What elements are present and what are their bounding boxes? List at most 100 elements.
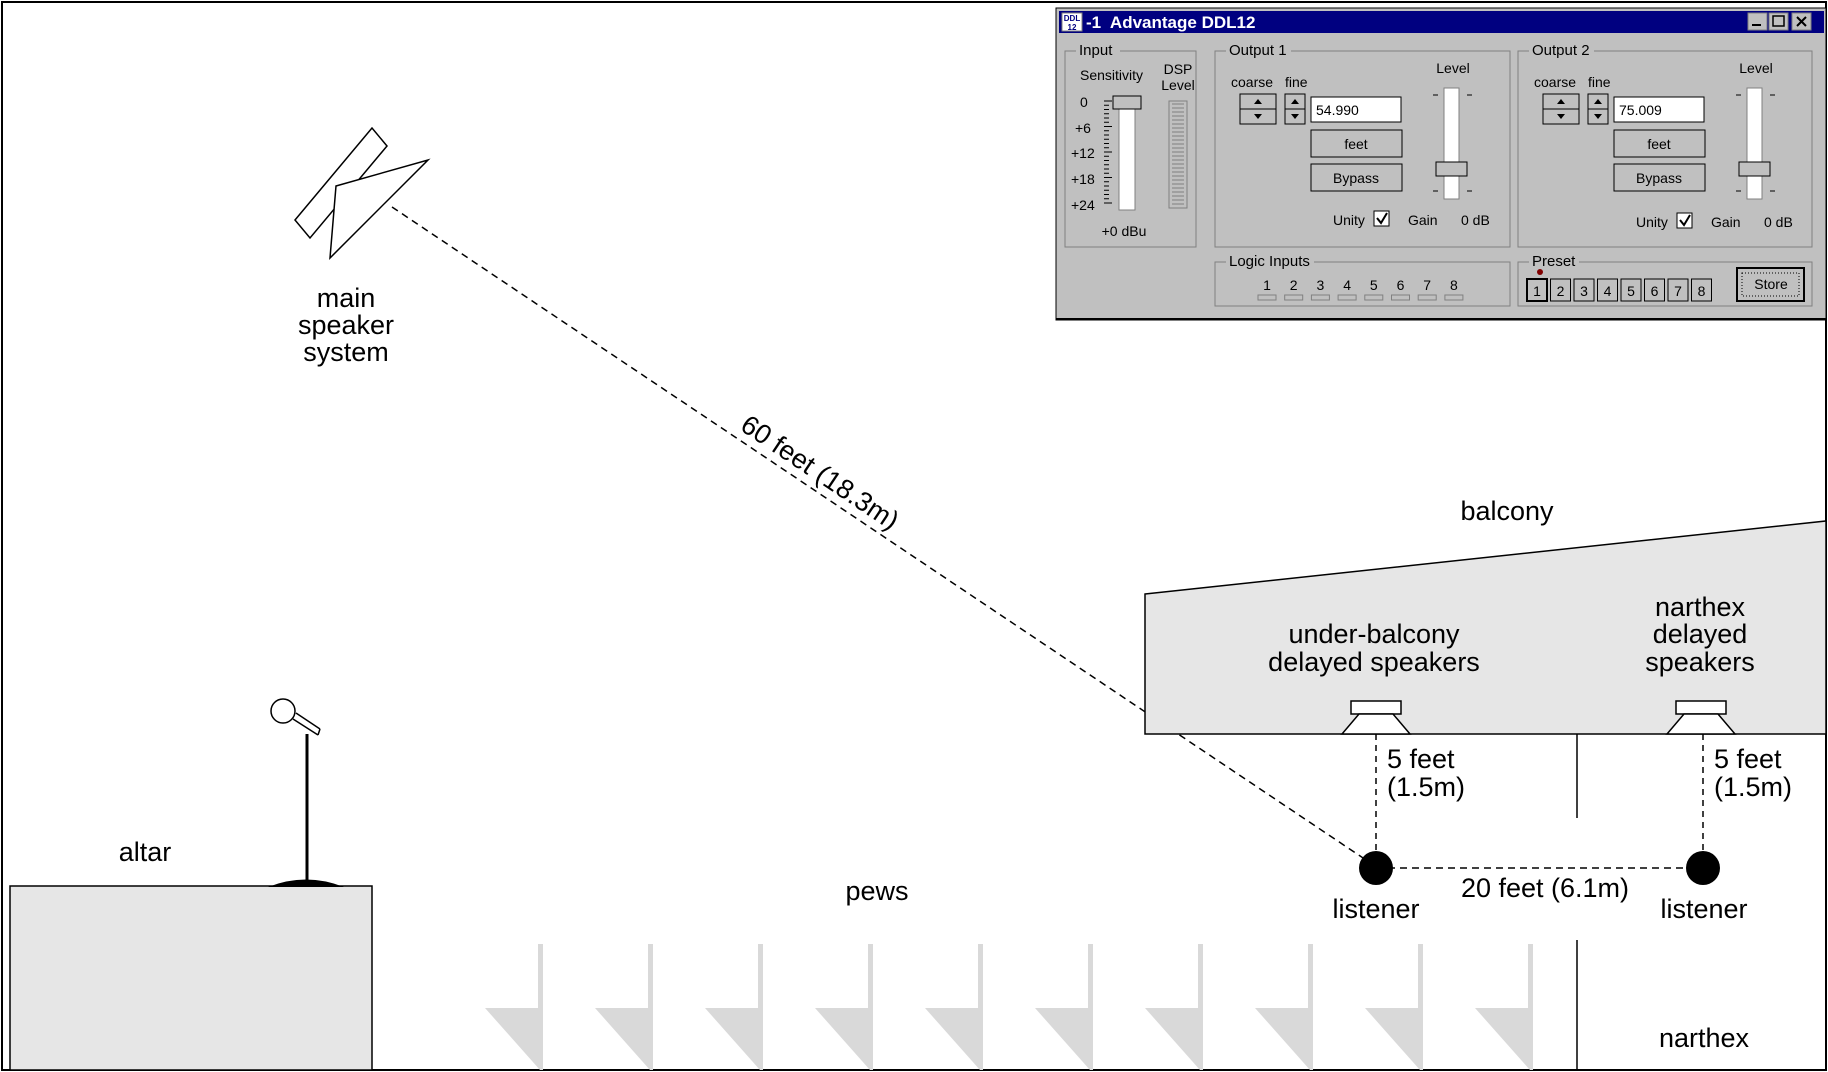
output1-feet-label: feet [1344, 136, 1367, 152]
logic-input-number: 4 [1343, 277, 1351, 293]
pew-shape [485, 944, 543, 1070]
preset-button-2[interactable]: 2 [1550, 278, 1571, 302]
output2-feet-button[interactable]: feet [1613, 129, 1706, 158]
logic-input-number: 7 [1423, 277, 1431, 293]
output1-group [1214, 50, 1511, 248]
minimize-icon [1752, 24, 1761, 26]
store-button[interactable]: Store [1736, 267, 1805, 302]
output1-coarse-label: coarse [1231, 74, 1273, 90]
output1-unity-label: Unity [1333, 212, 1365, 228]
logic-input-led [1391, 294, 1410, 301]
preset-button-label: 3 [1580, 283, 1588, 299]
output2-bypass-button[interactable]: Bypass [1613, 163, 1706, 192]
output2-delay-input[interactable] [1613, 96, 1705, 123]
logic-input-led [1284, 294, 1304, 301]
microphone-icon [268, 698, 344, 887]
output2-level-slider[interactable] [1736, 87, 1775, 200]
scale-0: 0 [1080, 94, 1088, 110]
preset-button-label: 6 [1651, 283, 1659, 299]
ddl12-window[interactable]: DDL 12 -1 Advantage DDL12 Input Sensitiv… [1055, 7, 1827, 321]
listener-right-label: listener [1660, 894, 1747, 924]
output1-gain-value: 0 dB [1461, 212, 1490, 228]
preset-button-label: 4 [1604, 283, 1612, 299]
preset-led-icon [1537, 269, 1543, 275]
logic-input-led [1364, 294, 1384, 301]
spinner-down-icon [1557, 114, 1565, 119]
output2-unity-checkbox[interactable] [1676, 212, 1693, 229]
logic-input-led [1417, 294, 1437, 301]
preset-button-5[interactable]: 5 [1620, 278, 1642, 302]
output2-level-label: Level [1739, 60, 1772, 76]
preset-button-7[interactable]: 7 [1667, 278, 1689, 302]
logic-input-number: 5 [1370, 277, 1378, 293]
under-balcony-label-line2: delayed speakers [1268, 647, 1480, 677]
close-button[interactable] [1791, 12, 1812, 31]
pews-label: pews [845, 876, 908, 906]
altar-label: altar [119, 837, 172, 867]
pew-shape [1475, 944, 1533, 1070]
sensitivity-label: Sensitivity [1080, 67, 1143, 83]
preset-label: Preset [1532, 253, 1576, 270]
output2-delay-value: 75.009 [1619, 102, 1662, 118]
scale-24: +24 [1071, 197, 1095, 213]
output1-delay-input[interactable] [1310, 96, 1402, 123]
checkmark-icon [1376, 212, 1388, 225]
output1-level-thumb[interactable] [1435, 161, 1468, 177]
scale-6: +6 [1075, 120, 1091, 136]
output1-fine-spinner[interactable] [1284, 93, 1306, 125]
output2-gain-value: 0 dB [1764, 214, 1793, 230]
output1-unity-checkbox[interactable] [1373, 210, 1390, 227]
listener-distance-label: 20 feet (6.1m) [1461, 873, 1629, 903]
narthex-delayed-label-line2: delayed [1653, 619, 1748, 649]
altar-shape [9, 885, 373, 1071]
preset-button-8[interactable]: 8 [1691, 278, 1712, 302]
output2-group-label: Output 2 [1532, 42, 1590, 59]
listener-left-label: listener [1332, 894, 1419, 924]
listener-left-dot [1359, 851, 1393, 885]
maximize-button[interactable] [1768, 12, 1789, 31]
pews-row [485, 944, 1533, 1070]
input-readout: +0 dBu [1102, 223, 1147, 239]
spinner-down-icon [1254, 114, 1262, 119]
output1-feet-button[interactable]: feet [1310, 129, 1403, 158]
pew-shape [705, 944, 763, 1070]
minimize-button[interactable] [1747, 12, 1768, 31]
output2-feet-label: feet [1647, 136, 1670, 152]
output1-coarse-spinner[interactable] [1239, 93, 1277, 125]
speaker-label-line3: system [303, 337, 389, 367]
narthex-label: narthex [1659, 1023, 1750, 1053]
preset-button-6[interactable]: 6 [1644, 278, 1665, 302]
logic-input-led [1257, 294, 1277, 301]
sensitivity-thumb[interactable] [1112, 95, 1142, 110]
logic-input-number: 1 [1263, 277, 1271, 293]
spinner-down-icon [1291, 114, 1299, 119]
preset-button-4[interactable]: 4 [1597, 278, 1618, 302]
preset-button-3[interactable]: 3 [1573, 278, 1595, 302]
output1-level-slider[interactable] [1433, 87, 1472, 200]
preset-button-label: 5 [1627, 283, 1635, 299]
output1-group-label: Output 1 [1229, 42, 1287, 59]
pew-shape [1035, 944, 1093, 1070]
output1-bypass-button[interactable]: Bypass [1310, 163, 1403, 192]
sensitivity-slider[interactable] [1112, 95, 1142, 211]
balcony-label: balcony [1460, 496, 1554, 526]
drop-narthex-label-line1: 5 feet [1714, 744, 1782, 774]
under-balcony-speaker-icon [1340, 700, 1412, 735]
output2-level-thumb[interactable] [1738, 161, 1771, 177]
spinner-up-icon [1291, 99, 1299, 104]
logic-input-led [1310, 294, 1330, 301]
under-balcony-label-line1: under-balcony [1288, 619, 1460, 649]
dsp-level-meter [1168, 100, 1188, 209]
output2-fine-spinner[interactable] [1587, 93, 1609, 125]
title-bar[interactable] [1059, 11, 1824, 33]
listener-right-dot [1686, 851, 1720, 885]
logic-input-number: 2 [1290, 277, 1298, 293]
output2-bypass-label: Bypass [1636, 170, 1682, 186]
preset-button-1[interactable]: 1 [1526, 278, 1548, 302]
logic-input-led [1444, 294, 1464, 301]
spinner-down-icon [1594, 114, 1602, 119]
app-icon[interactable]: DDL 12 [1061, 12, 1083, 32]
output2-fine-label: fine [1588, 74, 1611, 90]
output2-coarse-spinner[interactable] [1542, 93, 1580, 125]
